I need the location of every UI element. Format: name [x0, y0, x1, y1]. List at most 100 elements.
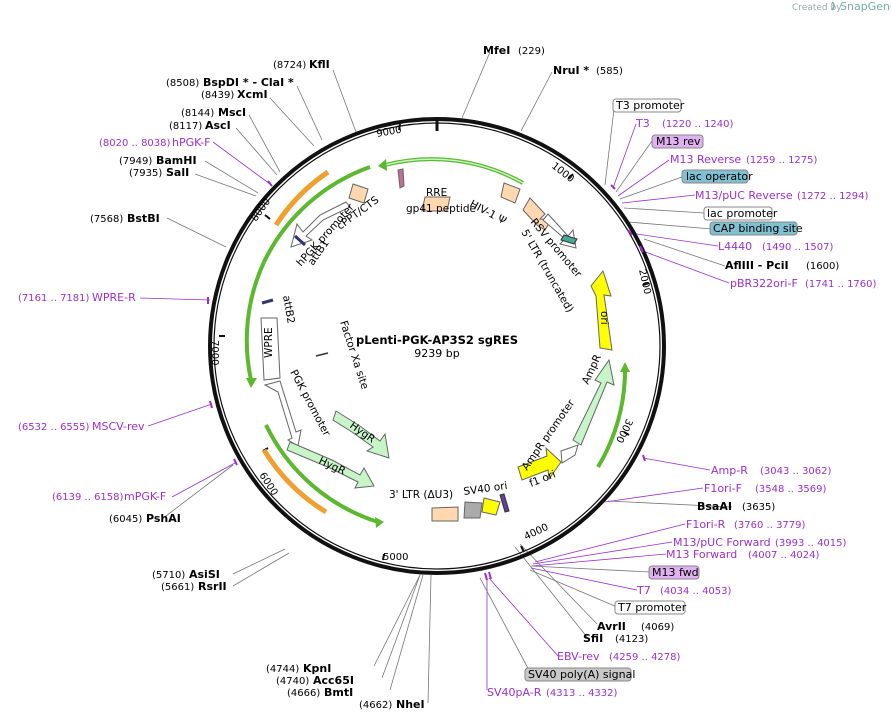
primer-wprer: WPRE-R: [92, 291, 136, 304]
primer-sv40par: SV40pA-R: [487, 686, 542, 699]
primer-m13pucfwd-pos: (3993 .. 4015): [775, 538, 847, 549]
attb2-feature: [261, 298, 274, 305]
box-m13-fwd: [648, 565, 700, 580]
label-m13-fwd: M13 fwd: [652, 566, 699, 579]
primer-m13pucrev-pos: (1272 .. 1294): [797, 191, 869, 202]
cppt-feature: [348, 183, 369, 204]
label-cap-site: CAP binding site: [713, 222, 803, 235]
site-sfii: SfiI: [583, 632, 603, 645]
tick-9000: 9000: [376, 125, 403, 140]
small-marker-feature: [499, 493, 510, 513]
primer-ebvrev: EBV-rev: [557, 650, 600, 663]
label-hygr-inner: HygR: [347, 420, 377, 446]
rre-feature: [421, 196, 451, 212]
ltr5-feature: [522, 197, 552, 231]
site-asci: AscI: [205, 119, 231, 132]
site-kfli-pos: (8724): [273, 60, 306, 71]
site-afliii: AflIII - PciI: [725, 259, 789, 272]
primer-mscvrev: MSCV-rev: [92, 420, 145, 433]
box-lac-promoter: [703, 206, 773, 221]
tick-7000: 7000: [209, 340, 220, 365]
label-rre: RRE: [426, 187, 447, 199]
label-ltr3: 3' LTR (ΔU3): [389, 489, 453, 501]
site-sali: SalI: [166, 166, 189, 179]
site-bspdi-pos: (8508): [166, 78, 199, 89]
right-arc-arrow: [596, 369, 628, 469]
hiv-arc-arrow: [384, 157, 524, 185]
primer-t7: T7: [636, 584, 651, 597]
label-t3-promoter: T3 promoter: [615, 99, 685, 112]
hiv-psi-feature: [500, 182, 521, 204]
site-bstbi-pos: (7568): [90, 214, 123, 225]
site-xcmi: XcmI: [237, 88, 268, 101]
hpgk-arc-arrow: [262, 165, 371, 263]
primer-ampr: Amp-R: [711, 464, 748, 477]
sv40-polya-feature: [463, 501, 483, 519]
primer-m13pucfwd: M13/pUC Forward: [673, 536, 771, 549]
site-msci: MscI: [218, 106, 246, 119]
primer-m13fwd: M13 Forward: [666, 548, 737, 561]
primer-markers: [207, 180, 646, 581]
ltr3-feature: [431, 506, 459, 522]
primer-m13reverse-pos: (1259 .. 1275): [746, 155, 818, 166]
label-ori: ori: [598, 311, 610, 325]
label-sv40-polya: SV40 poly(A) signal: [528, 668, 635, 681]
site-bstbi: BstBI: [127, 212, 160, 225]
site-xcmi-pos: (8439): [201, 90, 234, 101]
primer-hpgkf: hPGK-F: [172, 136, 210, 149]
site-pshai-pos: (6045): [109, 514, 142, 525]
site-kpni-pos: (4744): [266, 664, 299, 675]
site-kpni: KpnI: [303, 662, 331, 675]
box-t7-promoter: [614, 600, 686, 615]
primer-t3: T3: [635, 117, 650, 130]
site-mfei: MfeI: [483, 44, 510, 57]
site-asisi: AsiSI: [189, 568, 220, 581]
label-lac-promoter: lac promoter: [707, 207, 778, 220]
site-asci-pos: (8117): [169, 121, 202, 132]
primer-mscvrev-pos: (6532 .. 6555): [18, 422, 90, 433]
site-acc65i: Acc65I: [313, 674, 354, 687]
wpre-arc-arrow: [244, 261, 266, 381]
site-sali-pos: (7935): [129, 168, 162, 179]
factorxa-feature: [315, 352, 329, 357]
site-bmti: BmtI: [324, 686, 353, 699]
box-m13-rev: [651, 134, 704, 149]
primer-f1orif: F1ori-F: [704, 482, 742, 495]
sv40-ori-feature: [481, 497, 501, 516]
site-pshai: PshAI: [146, 512, 181, 525]
hygr-feature-outer: [286, 441, 375, 489]
hygr-arc-arrow: [264, 424, 379, 524]
primer-m13pucrev: M13/pUC Reverse: [695, 189, 793, 202]
label-hygr-outer: HygR: [317, 455, 348, 478]
site-bamhi-pos: (7949): [119, 156, 152, 167]
label-gp41: gp41 peptide: [406, 203, 476, 215]
watermark-created-by: Created by: [792, 3, 842, 13]
tick-4000: 4000: [523, 522, 551, 543]
site-avrii-pos: (4069): [641, 622, 674, 633]
attb1-feature: [293, 234, 307, 247]
plasmid-name: pLenti-PGK-AP3S2 sgRES: [356, 333, 518, 347]
label-attb2: attB2: [280, 294, 297, 324]
site-kfli: KflI: [309, 58, 330, 71]
site-nrui-pos: (585): [596, 66, 623, 77]
label-lac-operator: lac operator: [686, 170, 753, 183]
tick-5000: 5000: [383, 552, 408, 563]
ampr-promoter-feature: [560, 444, 579, 464]
orange-arc-bottom: [261, 448, 328, 515]
site-asisi-pos: (5710): [152, 570, 185, 581]
primer-ebvrev-pos: (4259 .. 4278): [609, 652, 681, 663]
tick-6000: 6000: [256, 471, 279, 498]
gp41-feature: [397, 168, 405, 189]
site-bspdi: BspDI * - ClaI *: [203, 76, 294, 89]
site-sfii-pos: (4123): [615, 634, 648, 645]
site-bsaai-pos: (3635): [742, 502, 775, 513]
orange-arc-top: [273, 169, 330, 227]
site-bmti-pos: (4666): [287, 688, 320, 699]
box-sv40-polya: [524, 667, 632, 682]
watermark-brand: SnapGene: [840, 0, 891, 13]
site-mfei-pos: (229): [518, 46, 545, 57]
primer-m13fwd-pos: (4007 .. 4024): [748, 550, 820, 561]
primer-ampr-pos: (3043 .. 3062): [760, 466, 832, 477]
leader-lines: [161, 51, 733, 704]
